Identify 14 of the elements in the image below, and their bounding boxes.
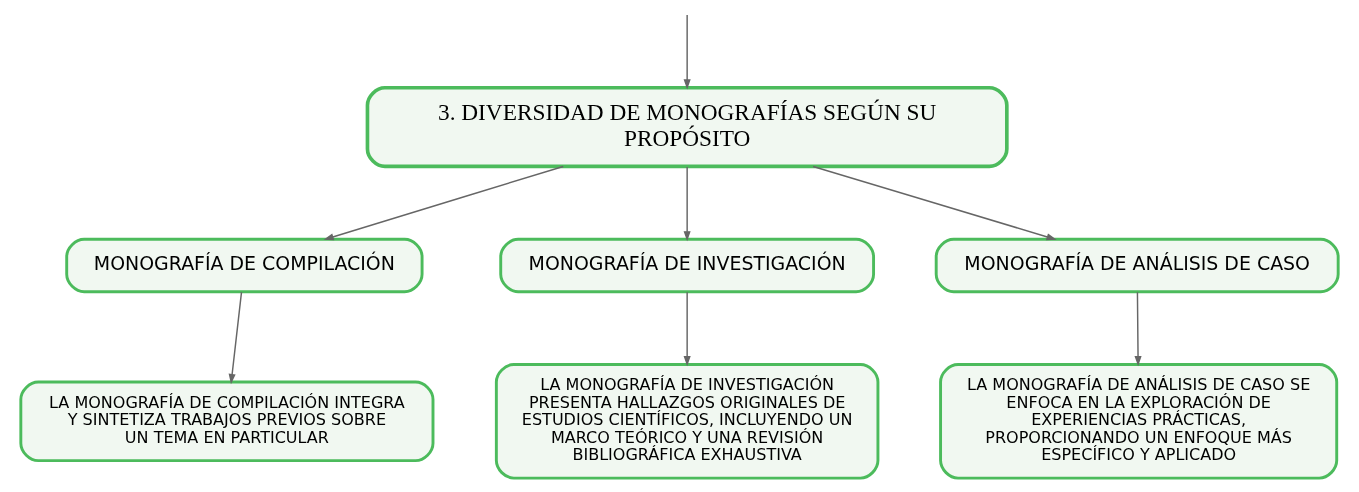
arrow xyxy=(683,14,691,90)
arrow xyxy=(683,166,691,242)
node-box: MONOGRAFÍA DE COMPILACIÓN xyxy=(65,237,424,294)
node-box: LA MONOGRAFÍA DE ANÁLISIS DE CASO SE ENFOCA EN LA EXPLORACIÓN DE EXPERIENCIAS PRÁCTICAS, PROPORCIONANDO UN ENFOQUE MÁS ESPECÍFICO Y APLICADO xyxy=(939,363,1339,480)
arrow xyxy=(1134,291,1142,367)
node-box: LA MONOGRAFÍA DE INVESTIGACIÓN PRESENTA HALLAZGOS ORIGINALES DE ESTUDIOS CIENTÍFICOS, INCLUYENDO UN MARCO TEÓRICO Y UNA REVISIÓN BIBLIOGRÁFICA EXHAUSTIVA xyxy=(494,363,880,480)
arrow xyxy=(812,165,1057,241)
arrow xyxy=(323,165,564,241)
arrow xyxy=(228,291,243,385)
node-box: 3. DIVERSIDAD DE MONOGRAFÍAS SEGÚN SU PROPÓSITO xyxy=(365,85,1009,169)
node-box: LA MONOGRAFÍA DE COMPILACIÓN INTEGRA Y SINTETIZA TRABAJOS PREVIOS SOBRE UN TEMA EN PARTICULAR xyxy=(19,380,435,463)
node-box: MONOGRAFÍA DE ANÁLISIS DE CASO xyxy=(934,237,1340,294)
node-box: MONOGRAFÍA DE INVESTIGACIÓN xyxy=(499,237,876,294)
arrow xyxy=(683,291,691,367)
